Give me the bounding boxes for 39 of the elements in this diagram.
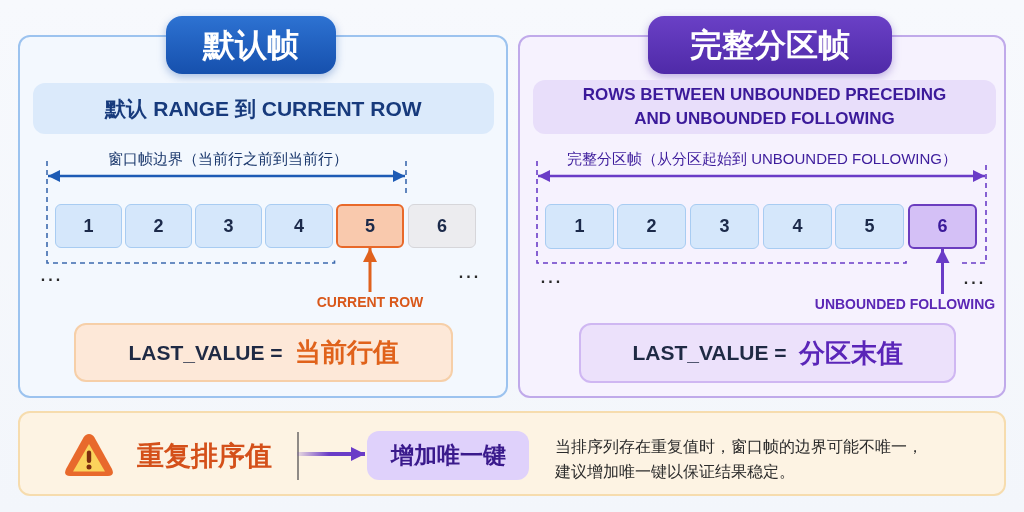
result-value: 当前行值 bbox=[294, 336, 399, 369]
arrow bbox=[297, 447, 365, 461]
ellipsis: ... bbox=[963, 271, 987, 287]
note-text: 当排序列存在重复值时，窗口帧的边界可能不唯一，建议增加唯一键以保证结果稳定。 bbox=[555, 437, 924, 482]
arrow bbox=[935, 249, 950, 294]
row-cell: 3 bbox=[195, 204, 262, 248]
arrow bbox=[363, 248, 377, 292]
result-box bbox=[579, 323, 956, 383]
ellipsis: ... bbox=[540, 270, 564, 286]
frame-panel bbox=[18, 16, 508, 398]
issue-label: 重复排序值 bbox=[137, 432, 299, 480]
ellipsis: ... bbox=[40, 268, 64, 284]
frame-spec-box: ROWS BETWEEN UNBOUNDED PRECEDING AND UNBOUNDED FOLLOWING bbox=[533, 80, 996, 134]
pointer-label: CURRENT ROW bbox=[317, 292, 423, 312]
row-cell: 2 bbox=[125, 204, 192, 248]
row-cell: 6 bbox=[908, 204, 977, 249]
dimension-label: 窗口帧边界（当前行之前到当前行） bbox=[108, 149, 348, 169]
frame-spec-box: 默认 RANGE 到 CURRENT ROW bbox=[33, 83, 494, 134]
ellipsis: ... bbox=[458, 265, 482, 281]
row-cell: 3 bbox=[690, 204, 759, 249]
row-cell: 4 bbox=[763, 204, 832, 249]
row-cell: 5 bbox=[835, 204, 904, 249]
row-cell: 1 bbox=[55, 204, 122, 248]
frame-panel bbox=[518, 16, 1006, 398]
result-box bbox=[74, 323, 453, 382]
title-tab: 完整分区帧 bbox=[648, 16, 892, 74]
formula-text: LAST_VALUE = bbox=[632, 340, 787, 367]
note-bar bbox=[18, 411, 1006, 496]
row-cell: 6 bbox=[408, 204, 476, 248]
dimension-label: 完整分区帧（从分区起始到 UNBOUNDED FOLLOWING） bbox=[567, 149, 957, 169]
title-tab: 默认帧 bbox=[166, 16, 336, 74]
row-cell: 1 bbox=[545, 204, 614, 249]
solution-pill: 增加唯一键 bbox=[367, 431, 529, 480]
pointer-label: UNBOUNDED FOLLOWING bbox=[812, 294, 998, 314]
formula-text: LAST_VALUE = bbox=[128, 339, 283, 366]
row-cell: 2 bbox=[617, 204, 686, 249]
row-cell: 5 bbox=[336, 204, 404, 248]
row-cell: 4 bbox=[265, 204, 333, 248]
result-value: 分区末值 bbox=[798, 336, 903, 370]
